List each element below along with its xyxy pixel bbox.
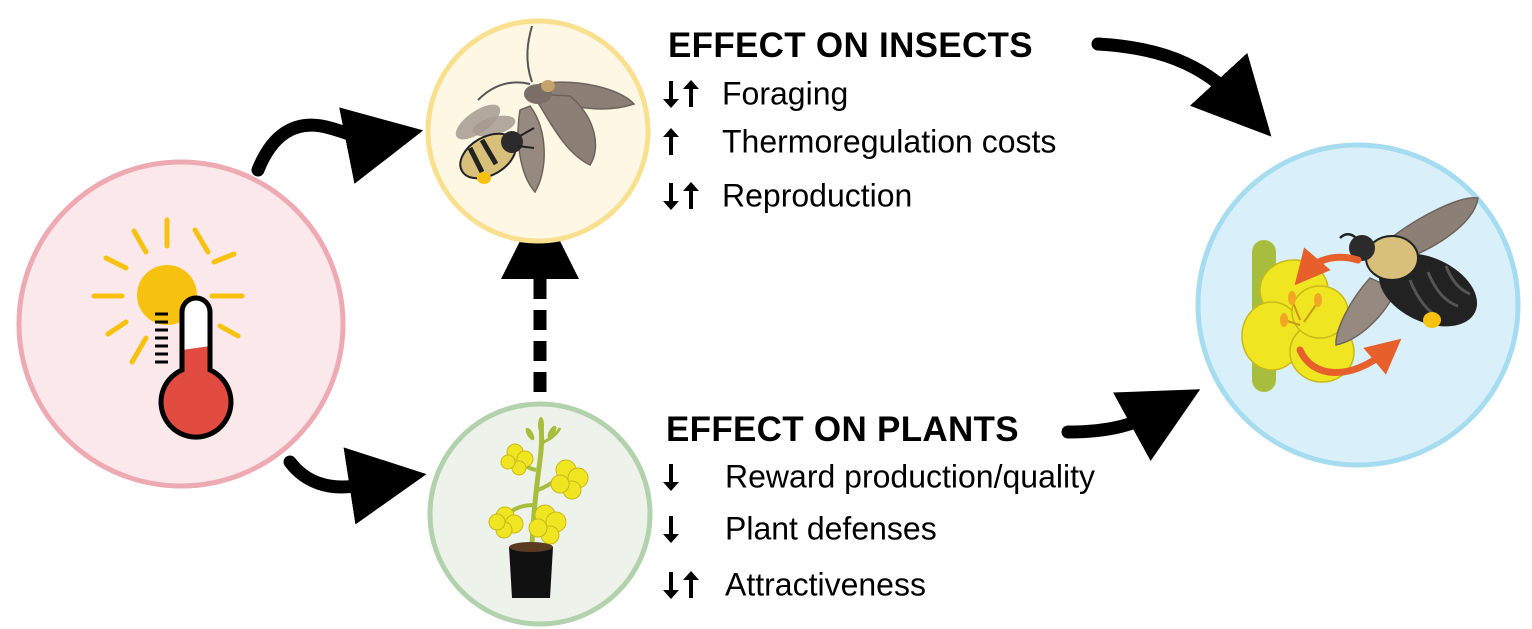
down-up-icon (662, 181, 700, 211)
effect-label: Attractiveness (725, 566, 926, 603)
effect-label: Thermoregulation costs (722, 123, 1057, 160)
down-arrow-icon (662, 514, 680, 544)
sun-thermometer-icon (91, 217, 245, 440)
potted-plant-icon (488, 417, 589, 598)
sun-rays (91, 217, 245, 365)
effect-row-defenses: Plant defenses (662, 509, 1162, 549)
effect-row-reproduction: Reproduction (662, 176, 1162, 216)
insects-heading: EFFECT ON INSECTS (668, 26, 1033, 65)
arrow-insects-to-interaction (1091, 37, 1272, 137)
effect-row-attractiveness: Attractiveness (662, 565, 1162, 605)
arrow-plants-to-interaction (1061, 389, 1201, 461)
effect-label: Reward production/quality (725, 458, 1095, 495)
bee-on-flower-icon (1241, 197, 1479, 392)
thermometer (155, 295, 234, 440)
effect-label: Plant defenses (725, 510, 937, 547)
effect-label: Reproduction (722, 177, 913, 214)
effect-row-reward: Reward production/quality (662, 457, 1162, 497)
down-up-icon (662, 79, 700, 109)
orange-arrow-lower (1296, 338, 1402, 376)
interaction-node (1195, 142, 1521, 468)
orange-arrow-upper (1294, 247, 1362, 286)
effect-row-foraging: Foraging (662, 74, 1162, 114)
insects-node (425, 18, 651, 244)
down-up-icon (662, 570, 700, 600)
plants-node (427, 401, 653, 627)
arrow-temperature-to-insects (251, 107, 424, 184)
up-arrow-icon (662, 127, 680, 157)
effect-row-thermoregulation: Thermoregulation costs (662, 122, 1162, 162)
effect-label: Foraging (722, 75, 849, 112)
down-arrow-icon (662, 462, 680, 492)
temperature-node (16, 159, 346, 489)
plants-heading: EFFECT ON PLANTS (666, 410, 1019, 449)
bee-moth-icon (455, 25, 636, 194)
arrow-temperature-to-plants (283, 447, 427, 525)
